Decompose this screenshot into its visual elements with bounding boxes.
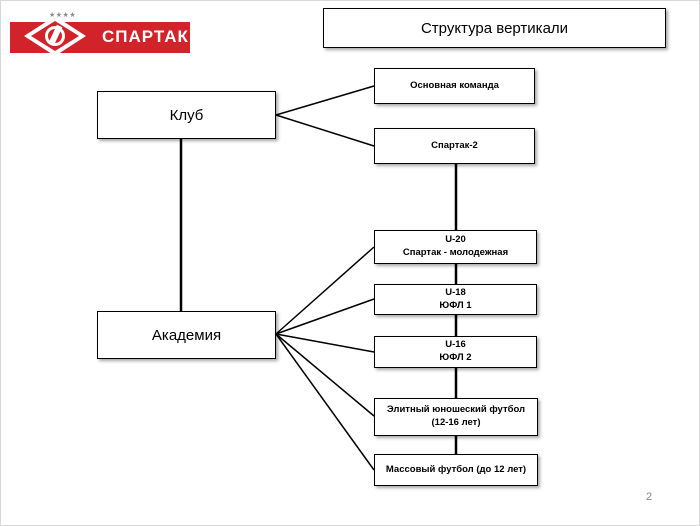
- node-u20: U-20 Спартак - молодежная: [374, 230, 537, 264]
- page-number: 2: [646, 491, 653, 503]
- logo-stars: ★★★★: [49, 12, 77, 19]
- connector-club-main-team: [275, 85, 375, 116]
- node-mass-label: Массовый футбол (до 12 лет): [385, 463, 527, 475]
- node-main-team: Основная команда: [374, 68, 535, 104]
- node-u20-line2: Спартак - молодежная: [402, 247, 509, 258]
- node-elite-line1: Элитный юношеский футбол: [386, 404, 526, 416]
- node-spartak2-label: Спартак-2: [431, 139, 478, 151]
- node-u20-line1: U-20: [445, 234, 466, 246]
- node-academy: Академия: [97, 311, 276, 359]
- node-elite: Элитный юношеский футбол (12-16 лет): [374, 398, 538, 436]
- connector-academy-u18: [275, 298, 375, 335]
- node-u16-line1: U-16: [445, 339, 466, 351]
- node-club-label: Клуб: [169, 106, 204, 124]
- node-u18: U-18 ЮФЛ 1: [374, 284, 537, 315]
- spartak-emblem-icon: [24, 16, 86, 56]
- node-academy-label: Академия: [151, 326, 222, 344]
- node-main-team-label: Основная команда: [410, 79, 499, 91]
- node-club: Клуб: [97, 91, 276, 139]
- connector-academy-mass: [275, 333, 375, 471]
- node-u16: U-16 ЮФЛ 2: [374, 336, 537, 368]
- logo-text: СПАРТАК: [102, 27, 189, 46]
- node-mass: Массовый футбол (до 12 лет): [374, 454, 538, 486]
- connector-academy-elite: [275, 333, 375, 417]
- node-elite-line2: (12-16 лет): [431, 417, 481, 428]
- node-u18-line2: ЮФЛ 1: [439, 299, 472, 311]
- connector-academy-u20: [275, 246, 375, 335]
- node-spartak2: Спартак-2: [374, 128, 535, 164]
- connector-club-spartak2: [275, 114, 375, 147]
- slide-title: Структура вертикали: [323, 8, 666, 48]
- node-u16-line2: ЮФЛ 2: [439, 352, 472, 363]
- node-u18-line1: U-18: [445, 286, 466, 298]
- connector-academy-u16: [275, 333, 375, 353]
